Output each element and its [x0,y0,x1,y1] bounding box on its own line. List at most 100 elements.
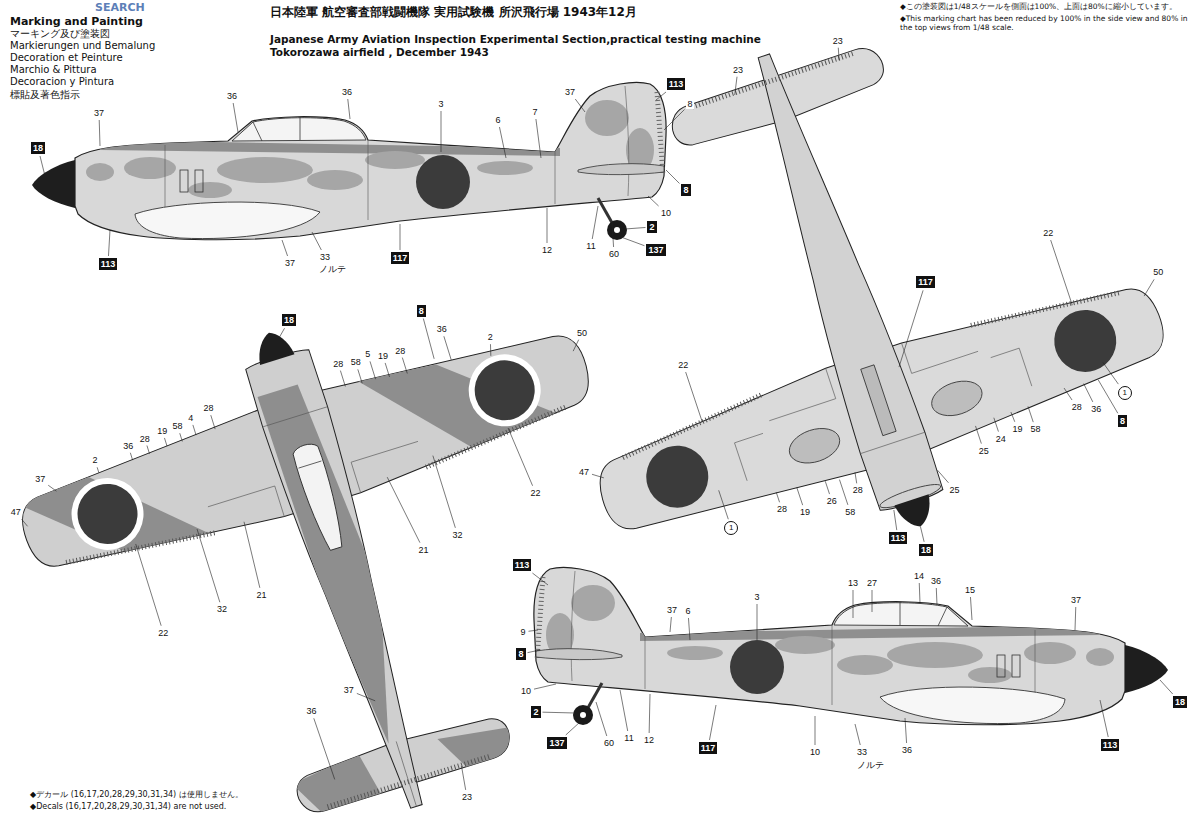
callout-number: 36 [1090,404,1102,414]
leader-line [620,690,628,731]
callout-number: 37 [666,605,678,615]
wheel-well [927,375,986,422]
callout-number: 28 [394,346,406,356]
callout-number: 37 [564,87,576,97]
callout-number: 19 [1012,424,1024,434]
leader-line [441,111,442,152]
camouflage-mottle [86,163,114,181]
leader-line [314,718,335,779]
hinomaru [416,155,470,209]
leader-line [136,544,161,626]
leader-line [357,693,375,700]
camouflage-mottle [365,151,425,169]
boxed-number: 117 [699,742,718,754]
bottom-view [486,0,1199,619]
leader-line [648,196,659,206]
leader-line [348,99,350,119]
leader-line [462,766,466,790]
camouflage-mottle [100,140,560,156]
leader-line [423,319,434,359]
callout-number: 32 [216,604,228,614]
note-text: ◆Decals (16,17,20,28,29,30,31,34) are no… [30,802,226,812]
leader-line [1100,700,1108,737]
trailing-edge-ticks [657,92,663,175]
wing-fairing [135,202,320,239]
camouflage-mottle [86,100,654,198]
leader-line [566,722,580,735]
exhaust [180,170,203,192]
callout-number: 8 [518,649,523,659]
leader-line [575,99,585,112]
leader-line [499,127,506,158]
boxed-number: 117 [916,276,935,288]
camouflage-mottle [217,157,313,183]
leader-line [312,232,321,250]
leader-line [936,588,938,605]
callout-number: 33 [319,252,331,262]
leader-line [855,472,857,483]
panel-line [902,321,979,373]
callout-number: 113 [669,79,684,89]
note-text: ◆デカール (16,17,20,28,29,30,31,34) は使用しません。 [30,790,243,800]
leader-line [1103,362,1118,384]
callout-number: 47 [10,507,22,517]
camouflage-band [437,718,516,774]
callout-number: 28 [203,403,215,413]
callout-number: 18 [284,315,294,325]
callout-number: 12 [643,735,655,745]
canopy-frame [299,461,322,468]
leader-line [40,156,45,176]
panel-line [190,384,521,832]
leader-line [735,77,737,95]
callout-number: 60 [603,738,615,748]
leader-line [370,361,376,379]
leader-line [688,618,690,640]
panel-line [860,432,925,453]
leader-line [612,222,614,247]
leader-line [719,490,729,519]
callout-number: 3 [753,592,760,602]
leader-line [919,583,921,603]
note-text: ◆This marking chart has been reduced by … [900,14,1196,32]
leader-line [776,492,779,502]
callout-number: 58 [1030,424,1042,434]
leader-line [211,415,215,429]
callout-number: 2 [649,222,654,232]
hinomaru [1046,302,1124,380]
fuselage [75,83,666,240]
trailing-edge-ticks [523,0,1118,458]
leader-line [853,590,854,618]
callout-number: 15 [964,585,976,595]
callout-number: 8 [683,185,688,195]
callout-number: 22 [157,628,169,638]
callout-number: 8 [686,99,693,109]
callout-number: 2 [91,455,98,465]
heading-text: Marking and Painting [10,15,143,28]
leader-line [1051,240,1073,305]
callout-number: 21 [256,590,268,600]
leader-line [197,529,220,602]
leader-line [573,340,579,351]
canopy [232,118,366,141]
callout-number: 12 [541,245,553,255]
leader-line [670,617,671,632]
watermark: SEARCH [95,1,145,14]
leader-line [621,237,644,246]
callout-number: 28 [776,504,788,514]
boxed-number: 2 [531,706,540,718]
wheel-well [785,422,844,469]
boxed-number: 113 [1101,739,1120,751]
heading-text: Decoracion y Pintura [10,76,114,88]
panel-line [625,86,629,196]
leader-line [1144,279,1154,296]
leader-line [905,718,907,743]
leader-line [757,604,758,640]
leader-line [899,290,923,367]
callout-number: 23 [732,65,744,75]
callout-number: 19 [799,507,811,517]
callout-number: 47 [578,467,590,477]
callout-number: 10 [520,686,532,696]
leader-line [282,240,288,256]
camouflage-band [258,379,425,750]
